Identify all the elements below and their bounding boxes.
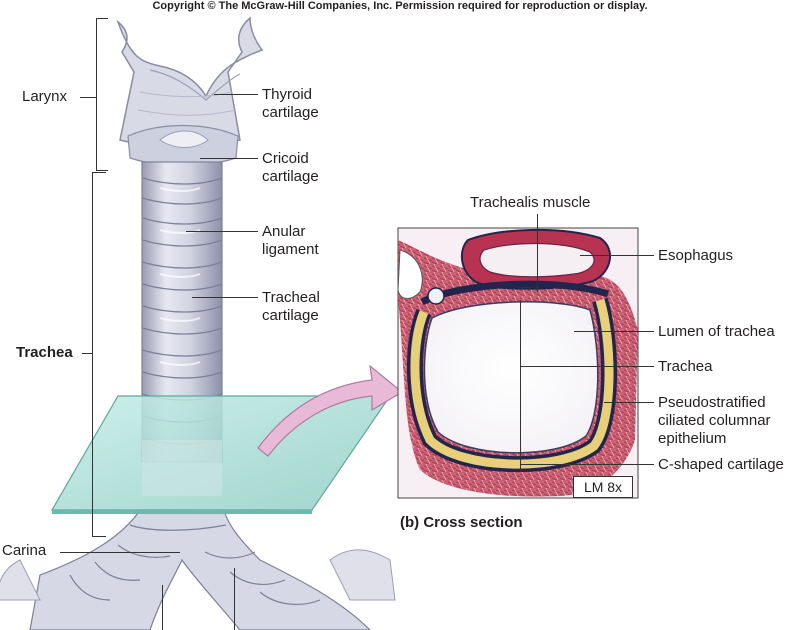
bracket-tick bbox=[96, 170, 108, 171]
label-line: epithelium bbox=[658, 430, 727, 447]
label-cricoid-cartilage: Cricoid cartilage bbox=[262, 150, 319, 186]
label-line: Anular bbox=[262, 223, 306, 240]
cricoid-cartilage-shape bbox=[127, 124, 239, 167]
larynx-bracket bbox=[96, 18, 97, 170]
label-anular-ligament: Anular ligament bbox=[262, 223, 319, 259]
leader-line bbox=[520, 300, 521, 472]
leader-line bbox=[200, 158, 258, 159]
leader-line bbox=[580, 255, 654, 256]
bracket-tick bbox=[92, 172, 106, 173]
label-carina: Carina bbox=[2, 542, 47, 559]
label-line: Tracheal bbox=[262, 289, 320, 306]
leader-line bbox=[162, 585, 163, 630]
label-c-shaped-cartilage: C-shaped cartilage bbox=[658, 456, 784, 473]
label-trachea-region: Trachea bbox=[16, 344, 73, 361]
label-line: ciliated columnar bbox=[658, 412, 771, 429]
label-larynx: Larynx bbox=[22, 88, 68, 105]
leader-line bbox=[192, 297, 258, 298]
cross-section-micrograph bbox=[397, 227, 639, 499]
leader-line bbox=[214, 94, 258, 95]
bracket-tick bbox=[96, 18, 108, 19]
label-tracheal-cartilage: Tracheal cartilage bbox=[262, 289, 320, 325]
leader-line bbox=[537, 214, 538, 292]
cross-section-caption: (b) Cross section bbox=[400, 514, 523, 531]
label-line: Thyroid bbox=[262, 86, 313, 103]
leader-line bbox=[520, 464, 654, 465]
leader-line bbox=[234, 568, 235, 630]
label-trachealis-muscle: Trachealis muscle bbox=[470, 194, 591, 211]
label-trachea-section: Trachea bbox=[658, 358, 713, 375]
carina-leader bbox=[60, 552, 180, 553]
curved-arrow bbox=[257, 364, 404, 457]
label-lumen: Lumen of trachea bbox=[658, 323, 775, 340]
leader-line bbox=[604, 402, 654, 403]
label-line: ligament bbox=[262, 241, 319, 258]
section-plane bbox=[50, 395, 392, 514]
trachea-bracket bbox=[92, 172, 93, 536]
label-line: cartilage bbox=[262, 168, 319, 185]
leader-line bbox=[520, 366, 654, 367]
magnification-badge: LM 8x bbox=[573, 476, 633, 498]
label-thyroid-cartilage: Thyroid cartilage bbox=[262, 86, 319, 122]
leader-line bbox=[574, 331, 654, 332]
label-esophagus: Esophagus bbox=[658, 247, 734, 264]
label-line: Cricoid bbox=[262, 150, 309, 167]
leader-line bbox=[80, 97, 96, 98]
label-line: cartilage bbox=[262, 307, 319, 324]
label-epithelium: Pseudostratified ciliated columnar epith… bbox=[658, 394, 771, 448]
leader-line bbox=[186, 231, 258, 232]
primary-bronchi bbox=[0, 509, 396, 630]
bracket-tick bbox=[92, 536, 106, 537]
label-line: cartilage bbox=[262, 104, 319, 121]
copyright-notice: Copyright © The McGraw-Hill Companies, I… bbox=[152, 0, 648, 12]
leader-line bbox=[82, 353, 92, 354]
label-line: Pseudostratified bbox=[658, 394, 766, 411]
